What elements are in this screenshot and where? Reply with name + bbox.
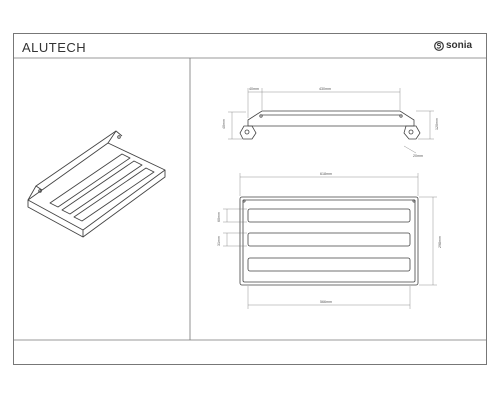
drawing-sheet-frame — [13, 33, 487, 365]
top-slot-3 — [247, 257, 411, 272]
top-right-screw — [412, 199, 416, 203]
front-dimension-lines — [228, 88, 434, 154]
top-view — [239, 196, 419, 286]
dim-line-thickness — [403, 145, 417, 154]
sheet-grid-lines — [13, 57, 487, 341]
dim-overall-width: 618mm — [320, 172, 332, 176]
iso-screw-hole-right — [117, 135, 121, 139]
front-dimension-labels: 40mm 430mm 40mm 120mm 20mm — [222, 87, 439, 158]
brand-name: sonia — [446, 40, 473, 51]
iso-shelf-side-edge — [82, 170, 166, 238]
front-left-pin — [259, 114, 263, 118]
dim-inner-span: 430mm — [319, 87, 331, 91]
dim-depth: 298mm — [438, 236, 442, 248]
top-slot-2 — [247, 232, 411, 247]
dim-thickness: 20mm — [413, 154, 423, 158]
iso-slot-3 — [73, 167, 155, 222]
front-view — [239, 110, 421, 140]
iso-shelf-front-edge — [27, 200, 84, 238]
dim-slot-length: 566mm — [320, 300, 332, 304]
top-shelf-outline — [239, 196, 419, 286]
iso-screw-hole-left — [38, 189, 42, 193]
iso-back-rail — [35, 130, 117, 187]
dim-bracket-width: 40mm — [249, 87, 259, 91]
top-dimension-labels: 618mm 298mm 60mm 31mm 566mm — [217, 172, 442, 304]
drawing-title: ALUTECH — [22, 40, 87, 55]
iso-left-bracket — [27, 185, 43, 201]
brand-logo: sonia — [434, 40, 472, 51]
top-dimension-lines — [223, 173, 437, 309]
top-shelf-inner-outline — [242, 199, 416, 283]
front-bracket-body — [247, 110, 415, 127]
front-left-screw-hole — [244, 129, 250, 135]
iso-slot-2 — [61, 160, 143, 215]
top-left-screw — [242, 199, 246, 203]
isometric-view — [27, 130, 166, 238]
iso-slot-1 — [49, 153, 131, 208]
dim-slot-height: 60mm — [217, 212, 221, 222]
sonia-logo-icon — [434, 40, 444, 51]
front-right-pin — [399, 114, 403, 118]
dim-slot-gap: 31mm — [217, 236, 221, 246]
dim-height: 120mm — [435, 118, 439, 130]
top-slot-1 — [247, 208, 411, 223]
front-left-foot — [239, 125, 257, 140]
front-right-screw-hole — [408, 129, 414, 135]
front-right-foot — [403, 125, 421, 140]
dim-lip: 40mm — [222, 119, 226, 129]
